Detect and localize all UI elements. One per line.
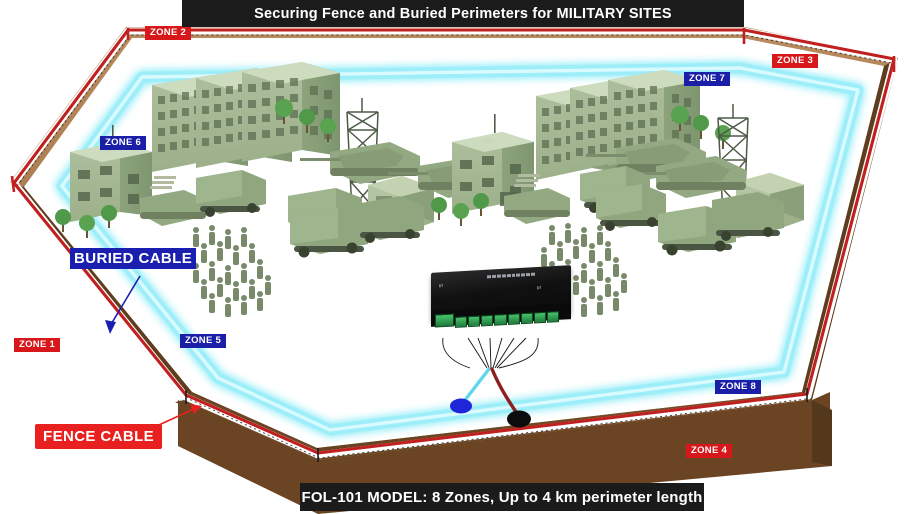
truck-left-3 — [290, 208, 368, 258]
fence-cable-termination — [507, 410, 531, 428]
zone-label-zone-4[interactable]: ZONE 4 — [686, 444, 733, 458]
facility-right — [431, 70, 804, 317]
buried-cable-termination — [450, 398, 472, 414]
zone-terminal[interactable] — [533, 311, 546, 324]
truck-right-4 — [712, 192, 784, 241]
controller-right-marking: /// — [536, 284, 542, 291]
zone-label-zone-8[interactable]: ZONE 8 — [715, 380, 762, 394]
fol-101-controller[interactable]: /// /// — [425, 265, 577, 337]
controller-left-marking: /// — [438, 282, 444, 289]
facility-left — [55, 62, 508, 317]
tank-left-3 — [140, 176, 206, 226]
zone-terminal[interactable] — [455, 316, 468, 328]
zone-label-zone-2[interactable]: ZONE 2 — [145, 26, 192, 40]
device-cable-fan — [442, 337, 539, 428]
zone-terminal[interactable] — [507, 313, 520, 325]
zone-label-zone-6[interactable]: ZONE 6 — [100, 136, 147, 150]
tank-right-2 — [626, 156, 746, 198]
zone-label-zone-1[interactable]: ZONE 1 — [14, 338, 61, 352]
truck-left-4 — [356, 196, 424, 243]
model-caption: FOL-101 MODEL: 8 Zones, Up to 4 km perim… — [300, 483, 704, 511]
zone-terminal[interactable] — [468, 315, 481, 328]
zone-label-zone-5[interactable]: ZONE 5 — [180, 334, 227, 348]
soldier-formation-left — [185, 225, 271, 317]
command-building-right — [452, 114, 534, 214]
buried-cable-label: BURIED CABLE — [70, 248, 197, 269]
zone-terminal[interactable] — [481, 314, 494, 327]
zone-label-zone-7[interactable]: ZONE 7 — [684, 72, 731, 86]
power-terminal[interactable] — [435, 313, 454, 328]
zone-label-zone-3[interactable]: ZONE 3 — [772, 54, 819, 68]
tree-group-left — [55, 99, 336, 238]
zone-terminal[interactable] — [494, 314, 507, 326]
page-title: Securing Fence and Buried Perimeters for… — [182, 0, 744, 27]
truck-right-2 — [596, 184, 666, 231]
building-group-right — [536, 70, 700, 180]
fence-cable-ring — [10, 27, 898, 462]
building-group-left — [152, 62, 340, 172]
zone-terminal[interactable] — [520, 312, 533, 325]
zone-terminal[interactable] — [546, 311, 559, 323]
truck-left-1 — [196, 170, 266, 217]
tank-right-3 — [504, 174, 570, 224]
fence-cable-label: FENCE CABLE — [35, 424, 163, 449]
